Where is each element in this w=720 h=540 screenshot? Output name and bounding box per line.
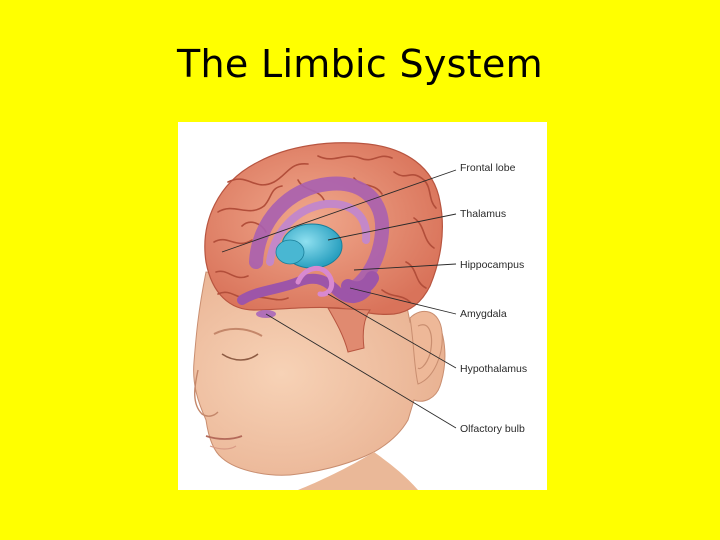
label-amygdala: Amygdala (460, 308, 507, 320)
slide-title: The Limbic System (0, 42, 720, 86)
label-thalamus: Thalamus (460, 208, 506, 220)
limbic-system-illustration: Frontal lobe Thalamus Hippocampus Amygda… (178, 122, 547, 490)
label-hypothalamus: Hypothalamus (460, 363, 527, 375)
label-olfactory-bulb: Olfactory bulb (460, 423, 525, 435)
brain-head-diagram: Frontal lobe Thalamus Hippocampus Amygda… (178, 122, 547, 490)
label-hippocampus: Hippocampus (460, 259, 524, 271)
label-frontal-lobe: Frontal lobe (460, 162, 516, 174)
